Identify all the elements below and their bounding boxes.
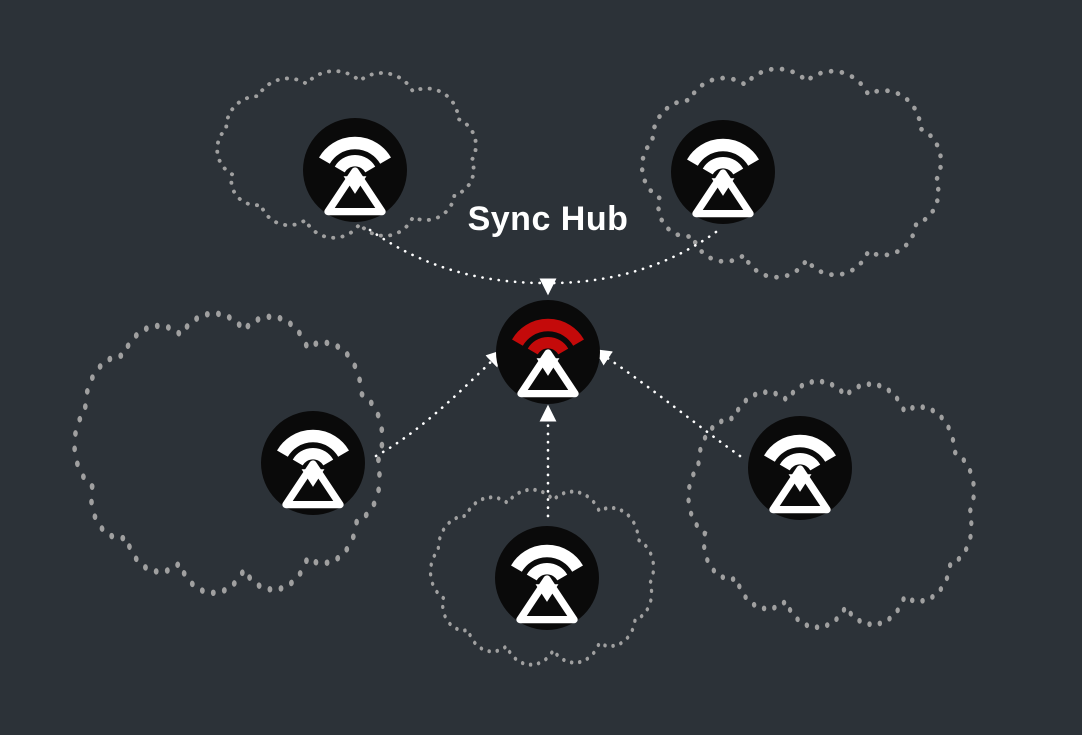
sync-node-icon (261, 411, 365, 515)
sync-hub-icon (496, 300, 600, 404)
sync-arrow-from-mid-right (594, 349, 742, 458)
sync-arrow-from-mid-left (374, 349, 504, 458)
sync-arrow-from-top-left (368, 228, 547, 285)
sync-node-icon (303, 118, 407, 222)
sync-node-icon (748, 416, 852, 520)
sync-arrow-from-top-right (549, 230, 718, 285)
diagram-title: Sync Hub (467, 200, 629, 238)
sync-node-icon (495, 526, 599, 630)
